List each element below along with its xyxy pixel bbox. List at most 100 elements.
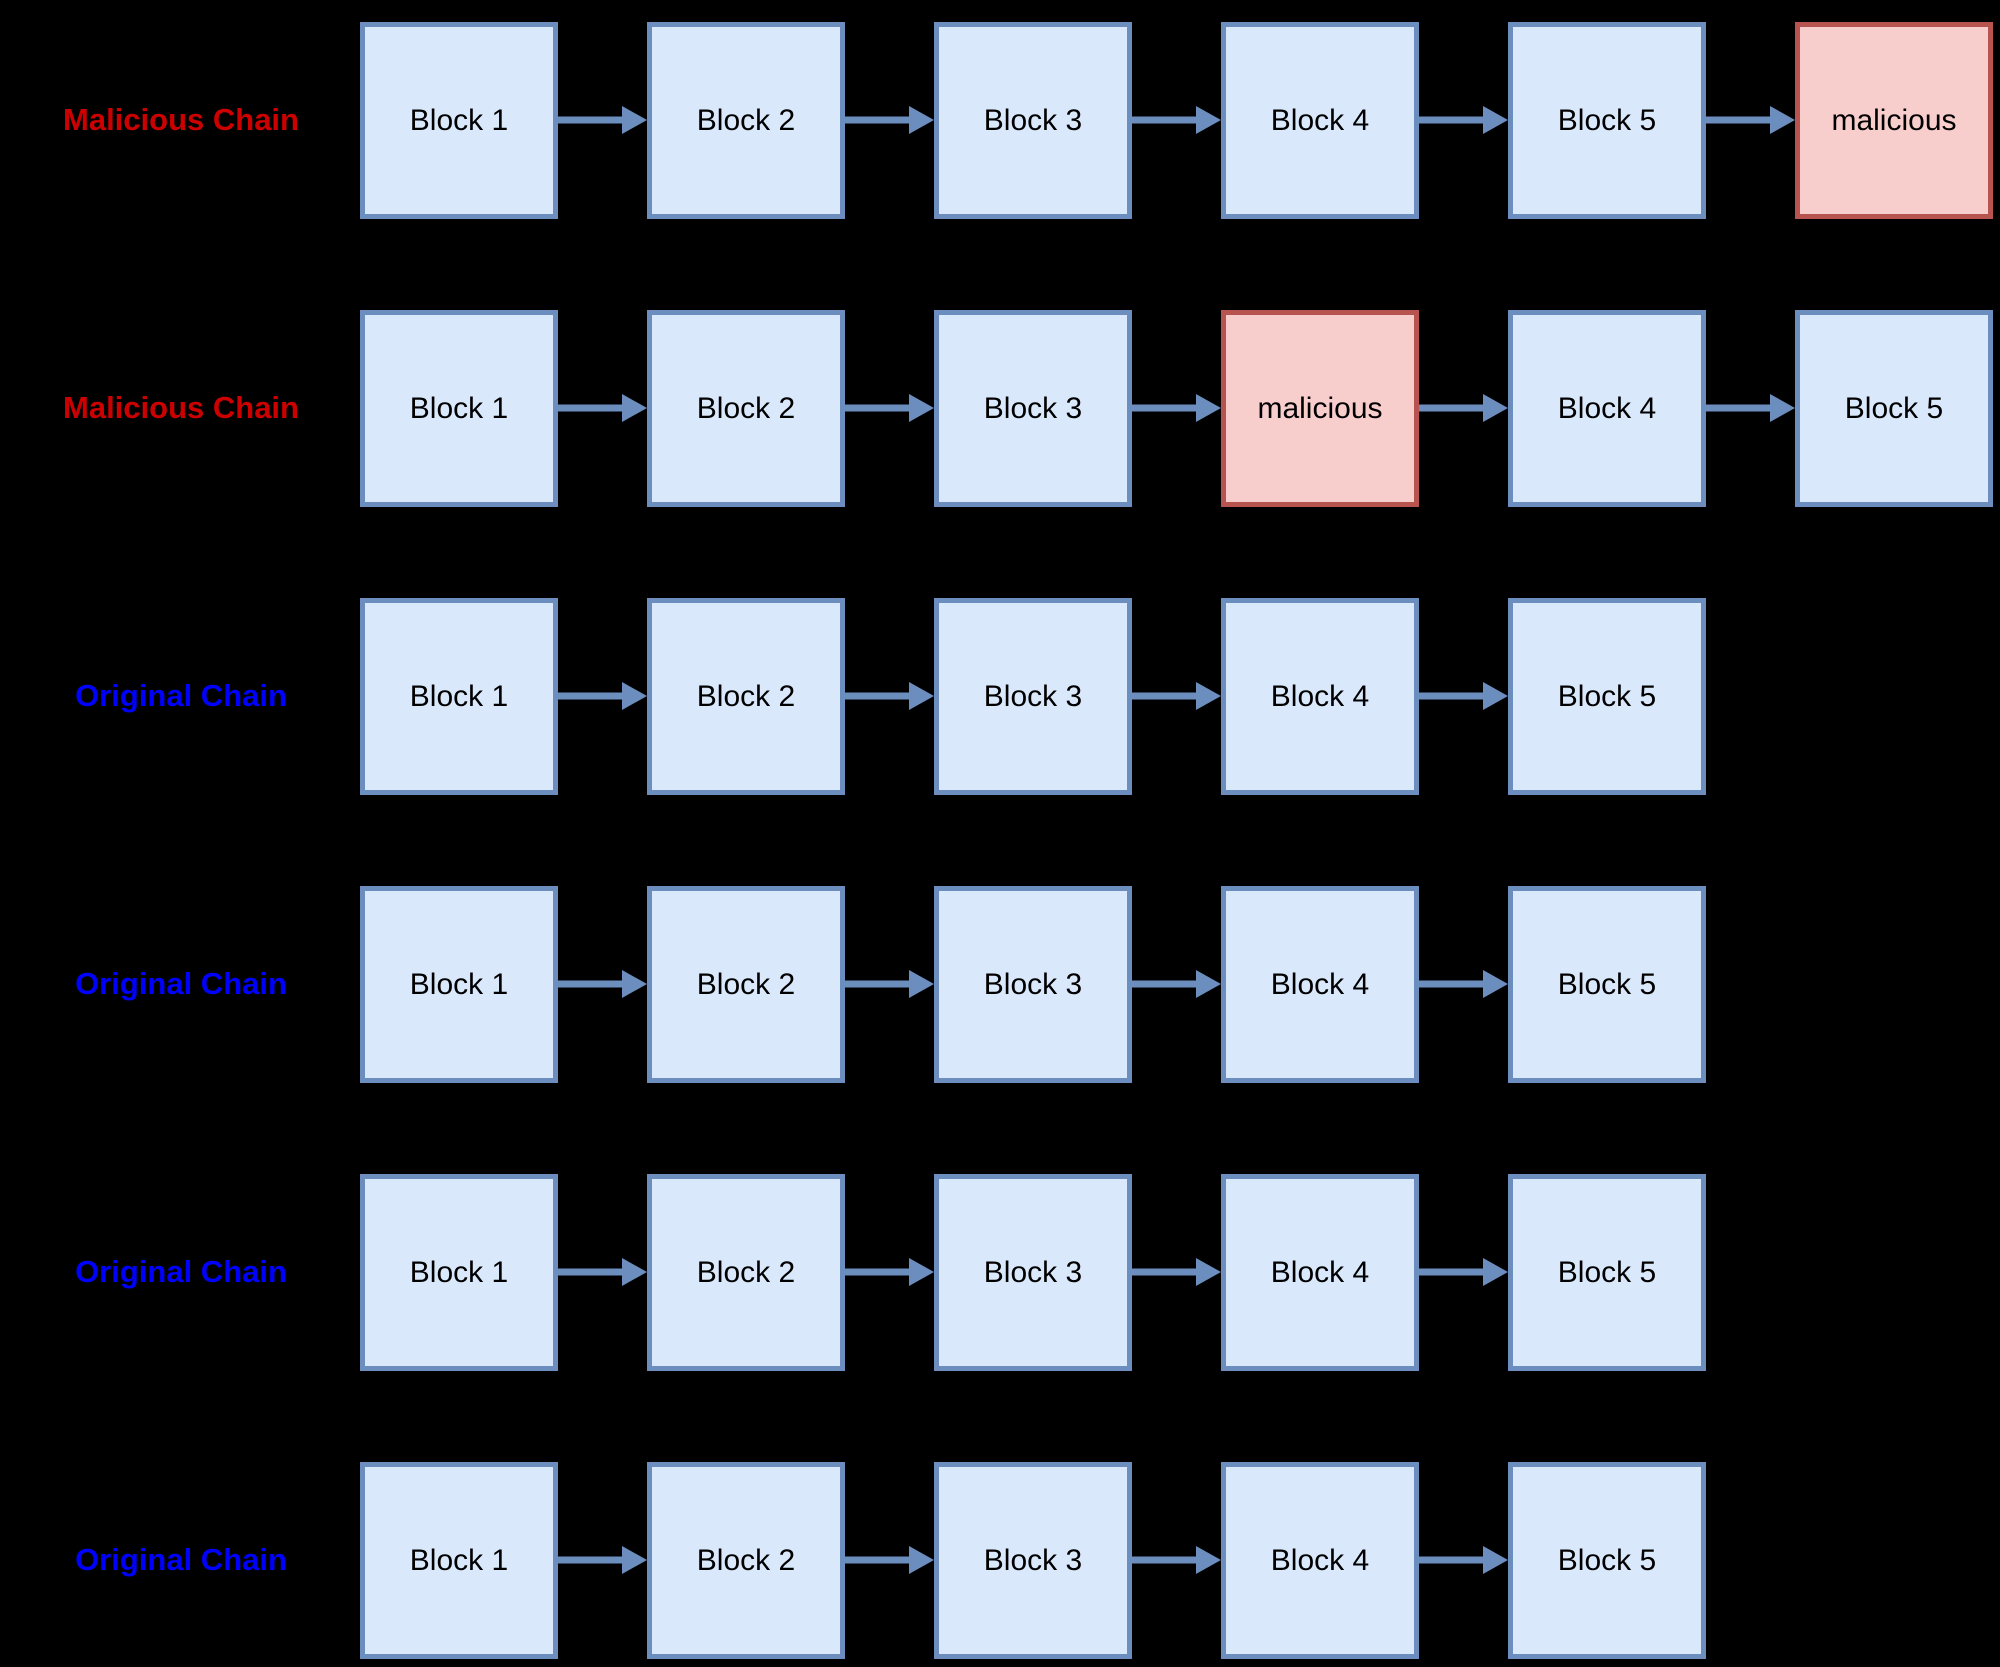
block-node: Block 4 — [1508, 310, 1706, 507]
arrow-connector — [845, 1546, 934, 1574]
arrow-connector — [1419, 970, 1508, 998]
block-label: Block 3 — [983, 1255, 1083, 1289]
malicious-block: malicious — [1795, 22, 1993, 219]
block-label: Block 1 — [409, 103, 509, 137]
block-node: Block 1 — [360, 598, 558, 795]
block-label: Block 2 — [696, 1543, 796, 1577]
arrow-connector — [1706, 394, 1795, 422]
block-label: Block 4 — [1270, 1255, 1370, 1289]
arrow-connector — [845, 394, 934, 422]
block-node: Block 5 — [1795, 310, 1993, 507]
block-label: Block 4 — [1270, 967, 1370, 1001]
block-node: Block 1 — [360, 1174, 558, 1371]
block-label: Block 5 — [1557, 1543, 1657, 1577]
block-label: Block 2 — [696, 391, 796, 425]
arrow-connector — [1132, 394, 1221, 422]
block-label: Block 4 — [1270, 1543, 1370, 1577]
block-node: Block 2 — [647, 886, 845, 1083]
block-node: Block 1 — [360, 22, 558, 219]
chain-label: Malicious Chain — [63, 102, 299, 137]
block-label: Block 3 — [983, 967, 1083, 1001]
arrow-connector — [1419, 1546, 1508, 1574]
chain-label: Original Chain — [75, 678, 287, 713]
arrow-connector — [558, 1258, 647, 1286]
block-label: Block 5 — [1844, 391, 1944, 425]
arrow-connector — [1132, 970, 1221, 998]
block-node: Block 4 — [1221, 598, 1419, 795]
arrow-connector — [1706, 106, 1795, 134]
arrow-connector — [558, 970, 647, 998]
chain-label: Original Chain — [75, 966, 287, 1001]
arrow-connector — [1419, 106, 1508, 134]
chain-label: Original Chain — [75, 1542, 287, 1577]
arrow-connector — [1132, 106, 1221, 134]
block-node: Block 4 — [1221, 886, 1419, 1083]
block-node: Block 5 — [1508, 1462, 1706, 1659]
chain-row-malicious: Malicious Chain Block 1 Block 2 Block 3 mali… — [0, 310, 2000, 507]
block-node: Block 4 — [1221, 1174, 1419, 1371]
arrow-connector — [1419, 682, 1508, 710]
arrow-connector — [1132, 1546, 1221, 1574]
block-label: Block 1 — [409, 967, 509, 1001]
block-label: Block 3 — [983, 1543, 1083, 1577]
arrow-connector — [558, 106, 647, 134]
block-label: Block 1 — [409, 1255, 509, 1289]
block-label: Block 2 — [696, 967, 796, 1001]
arrow-connector — [845, 1258, 934, 1286]
block-label: Block 2 — [696, 679, 796, 713]
block-label: Block 5 — [1557, 1255, 1657, 1289]
chain-row-original: Original Chain Block 1 Block 2 Block 3 Block… — [0, 1174, 2000, 1371]
block-node: Block 2 — [647, 1462, 845, 1659]
block-node: Block 3 — [934, 598, 1132, 795]
block-node: Block 3 — [934, 1462, 1132, 1659]
arrow-connector — [1132, 682, 1221, 710]
block-label: Block 4 — [1270, 103, 1370, 137]
block-node: Block 3 — [934, 310, 1132, 507]
block-node: Block 2 — [647, 598, 845, 795]
block-node: Block 1 — [360, 310, 558, 507]
block-label: Block 2 — [696, 1255, 796, 1289]
block-node: Block 1 — [360, 886, 558, 1083]
block-label: Block 1 — [409, 679, 509, 713]
block-node: Block 2 — [647, 22, 845, 219]
block-label: Block 5 — [1557, 679, 1657, 713]
block-label: Block 5 — [1557, 103, 1657, 137]
arrow-connector — [845, 682, 934, 710]
block-node: Block 4 — [1221, 22, 1419, 219]
block-node: Block 3 — [934, 886, 1132, 1083]
block-node: Block 5 — [1508, 22, 1706, 219]
block-label: Block 3 — [983, 679, 1083, 713]
block-node: Block 5 — [1508, 598, 1706, 795]
arrow-connector — [845, 970, 934, 998]
block-node: Block 2 — [647, 310, 845, 507]
block-label: malicious — [1257, 391, 1383, 425]
block-label: Block 3 — [983, 391, 1083, 425]
block-node: Block 4 — [1221, 1462, 1419, 1659]
block-label: malicious — [1831, 103, 1957, 137]
chain-row-original: Original Chain Block 1 Block 2 Block 3 Block… — [0, 886, 2000, 1083]
block-label: Block 1 — [409, 391, 509, 425]
arrow-connector — [1419, 1258, 1508, 1286]
block-label: Block 2 — [696, 103, 796, 137]
block-node: Block 5 — [1508, 886, 1706, 1083]
block-node: Block 1 — [360, 1462, 558, 1659]
block-label: Block 5 — [1557, 967, 1657, 1001]
chain-label: Malicious Chain — [63, 390, 299, 425]
block-label: Block 1 — [409, 1543, 509, 1577]
chain-row-malicious: Malicious Chain Block 1 Block 2 Block 3 Bloc… — [0, 22, 2000, 219]
chain-row-original: Original Chain Block 1 Block 2 Block 3 Block… — [0, 598, 2000, 795]
malicious-block: malicious — [1221, 310, 1419, 507]
chain-label: Original Chain — [75, 1254, 287, 1289]
block-node: Block 3 — [934, 1174, 1132, 1371]
arrow-connector — [1132, 1258, 1221, 1286]
arrow-connector — [558, 682, 647, 710]
block-node: Block 2 — [647, 1174, 845, 1371]
block-label: Block 4 — [1270, 679, 1370, 713]
block-label: Block 4 — [1557, 391, 1657, 425]
arrow-connector — [558, 1546, 647, 1574]
arrow-connector — [1419, 394, 1508, 422]
block-node: Block 3 — [934, 22, 1132, 219]
arrow-connector — [845, 106, 934, 134]
chain-row-original: Original Chain Block 1 Block 2 Block 3 Block… — [0, 1462, 2000, 1659]
